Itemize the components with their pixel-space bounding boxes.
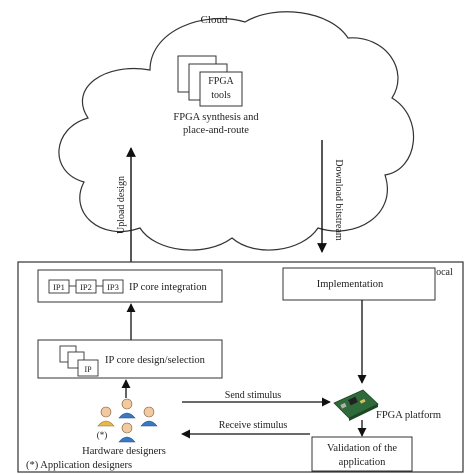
ip-integration-label: IP core integration [129, 282, 208, 293]
ip3-box [102, 279, 124, 294]
cloud-caption-line1: FPGA synthesis and [173, 112, 259, 123]
fpga-platform-label: FPGA platform [376, 410, 441, 421]
fpga-tools-label-line2: tools [211, 90, 231, 101]
ip2-label: IP2 [80, 282, 92, 292]
ip2-box [75, 279, 97, 294]
designers-footnote: (*) Application designers [26, 460, 132, 471]
ip-pages-icon [59, 345, 99, 377]
send-stimulus-label: Send stimulus [225, 390, 282, 401]
cloud-caption-line2: place-and-route [183, 125, 249, 136]
ip1-box [48, 279, 70, 294]
local-region: Local IP1 IP2 IP3 IP core integration IP… [17, 261, 464, 473]
designers-icon [97, 398, 158, 443]
ip1-label: IP1 [53, 282, 65, 292]
validation-box [311, 436, 413, 472]
local-boundary [17, 261, 464, 473]
person-icon-right [140, 406, 158, 427]
receive-stimulus-label: Receive stimulus [219, 420, 288, 431]
person-icon-top [118, 398, 136, 419]
designers-label: Hardware designers [82, 446, 166, 457]
upload-label: Upload design [116, 176, 127, 234]
fpga-board-icon [333, 389, 379, 421]
download-label: Download bitstream [333, 159, 344, 241]
validation-label-line2: application [339, 457, 386, 468]
cloud-shape [58, 11, 415, 251]
fpga-tools-icon [177, 55, 243, 107]
ip-design-label: IP core design/selection [105, 355, 206, 366]
designers-marker: (*) [97, 430, 108, 440]
cloud-region: Cloud FPGA tools FPGA synthesis and plac… [58, 11, 415, 251]
local-title: Local [430, 267, 453, 278]
ip3-label: IP3 [107, 282, 119, 292]
validation-label-line1: Validation of the [327, 443, 397, 454]
ip-pages-icon-label: IP [84, 365, 92, 374]
implementation-label: Implementation [317, 279, 384, 290]
cloud-title: Cloud [201, 14, 228, 26]
person-icon-left [97, 406, 115, 427]
person-icon-bottom [118, 422, 136, 443]
fpga-tools-label-line1: FPGA [208, 76, 234, 87]
implementation-box [282, 267, 436, 301]
